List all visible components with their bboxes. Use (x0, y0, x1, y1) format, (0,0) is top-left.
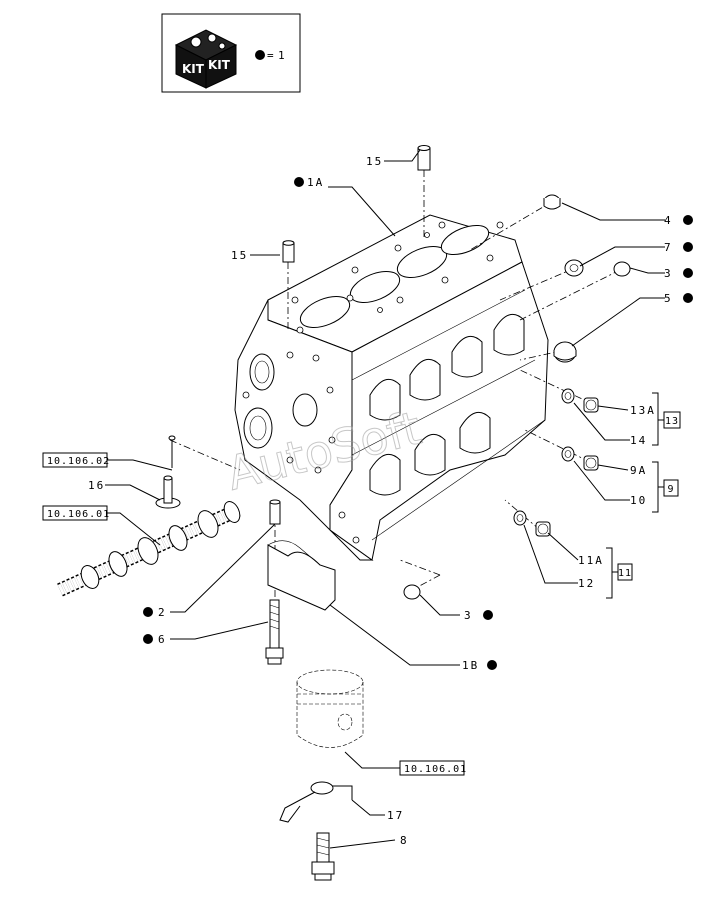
camshaft (57, 501, 241, 597)
kit-bullet-icon (487, 660, 497, 670)
leader-lines (105, 149, 665, 849)
plug-3-lower (403, 584, 421, 600)
group-ref-13: 13 (665, 416, 679, 427)
plug-9A (583, 455, 599, 471)
callout-7: 7 (664, 241, 673, 254)
oil-jet-17 (279, 781, 353, 823)
callout-8: 8 (400, 834, 409, 847)
washer-10 (561, 446, 575, 462)
washer-12 (513, 510, 527, 526)
page-ref-1: 10.106.02 (47, 456, 110, 467)
page-ref-2: 10.106.01 (47, 509, 110, 520)
kit-label-right: KIT (208, 58, 231, 72)
callout-5: 5 (664, 292, 673, 305)
bracket-9: 9 (652, 461, 679, 513)
kit-bullet-icon (294, 177, 304, 187)
callout-3b: 3 (464, 609, 473, 622)
bracket-11: 11 (606, 547, 633, 599)
page-ref-box-3: 10.106.01 (399, 760, 467, 776)
kit-bullet-icon (143, 634, 153, 644)
callout-9A: 9A (630, 464, 647, 477)
kit-legend: KIT KIT = 1 (161, 13, 301, 93)
tappet-16 (155, 475, 181, 509)
bushing-7 (564, 259, 584, 277)
kit-bullet-icon (683, 242, 693, 252)
plug-11A (535, 521, 551, 537)
callout-17: 17 (387, 809, 404, 822)
callout-1A: 1A (307, 176, 324, 189)
kit-bullet-icon (483, 610, 493, 620)
bracket-13: 13 (652, 392, 681, 446)
callout-1B: 1B (462, 659, 479, 672)
assembly-axes (169, 170, 621, 600)
callout-12: 12 (578, 577, 595, 590)
page-ref-box-2: 10.106.01 (42, 505, 110, 521)
callouts: 15 1A 15 4 7 3 5 13A 14 9A 10 11A 12 16 … (88, 155, 693, 847)
kit-bullet-icon (255, 50, 265, 60)
bearing-cap-1B (267, 540, 336, 611)
piston-phantom (296, 669, 364, 748)
kit-legend-equals: = (267, 49, 276, 62)
callout-15a: 15 (366, 155, 383, 168)
kit-legend-value: 1 (278, 49, 287, 62)
kit-label-left: KIT (182, 62, 205, 76)
group-ref-9: 9 (667, 484, 674, 495)
kit-bullet-icon (683, 215, 693, 225)
engine-block (234, 214, 549, 561)
plug-5 (553, 341, 577, 363)
callout-3a: 3 (664, 267, 673, 280)
kit-box-icon: KIT KIT (174, 29, 238, 89)
bolt-8 (311, 832, 335, 881)
bolt-6 (265, 599, 284, 665)
callout-14: 14 (630, 434, 647, 447)
page-ref-3: 10.106.01 (404, 764, 467, 775)
dowel-pin-left (282, 240, 295, 263)
dowel-2 (269, 499, 281, 525)
callout-13A: 13A (630, 404, 656, 417)
callout-4: 4 (664, 214, 673, 227)
group-ref-11: 11 (618, 568, 632, 579)
callout-15b: 15 (231, 249, 248, 262)
callout-11A: 11A (578, 554, 604, 567)
plug-13A (583, 397, 599, 413)
callout-10: 10 (630, 494, 647, 507)
plug-3-upper (613, 261, 631, 277)
callout-2: 2 (158, 606, 167, 619)
washer-14 (561, 388, 575, 404)
callout-6: 6 (158, 633, 167, 646)
kit-bullet-icon (143, 607, 153, 617)
kit-bullet-icon (683, 268, 693, 278)
push-rod (168, 435, 176, 468)
kit-bullet-icon (683, 293, 693, 303)
dowel-pin-top (417, 145, 431, 171)
callout-16: 16 (88, 479, 105, 492)
plug-4 (543, 194, 561, 210)
page-ref-box-1: 10.106.02 (42, 452, 110, 468)
